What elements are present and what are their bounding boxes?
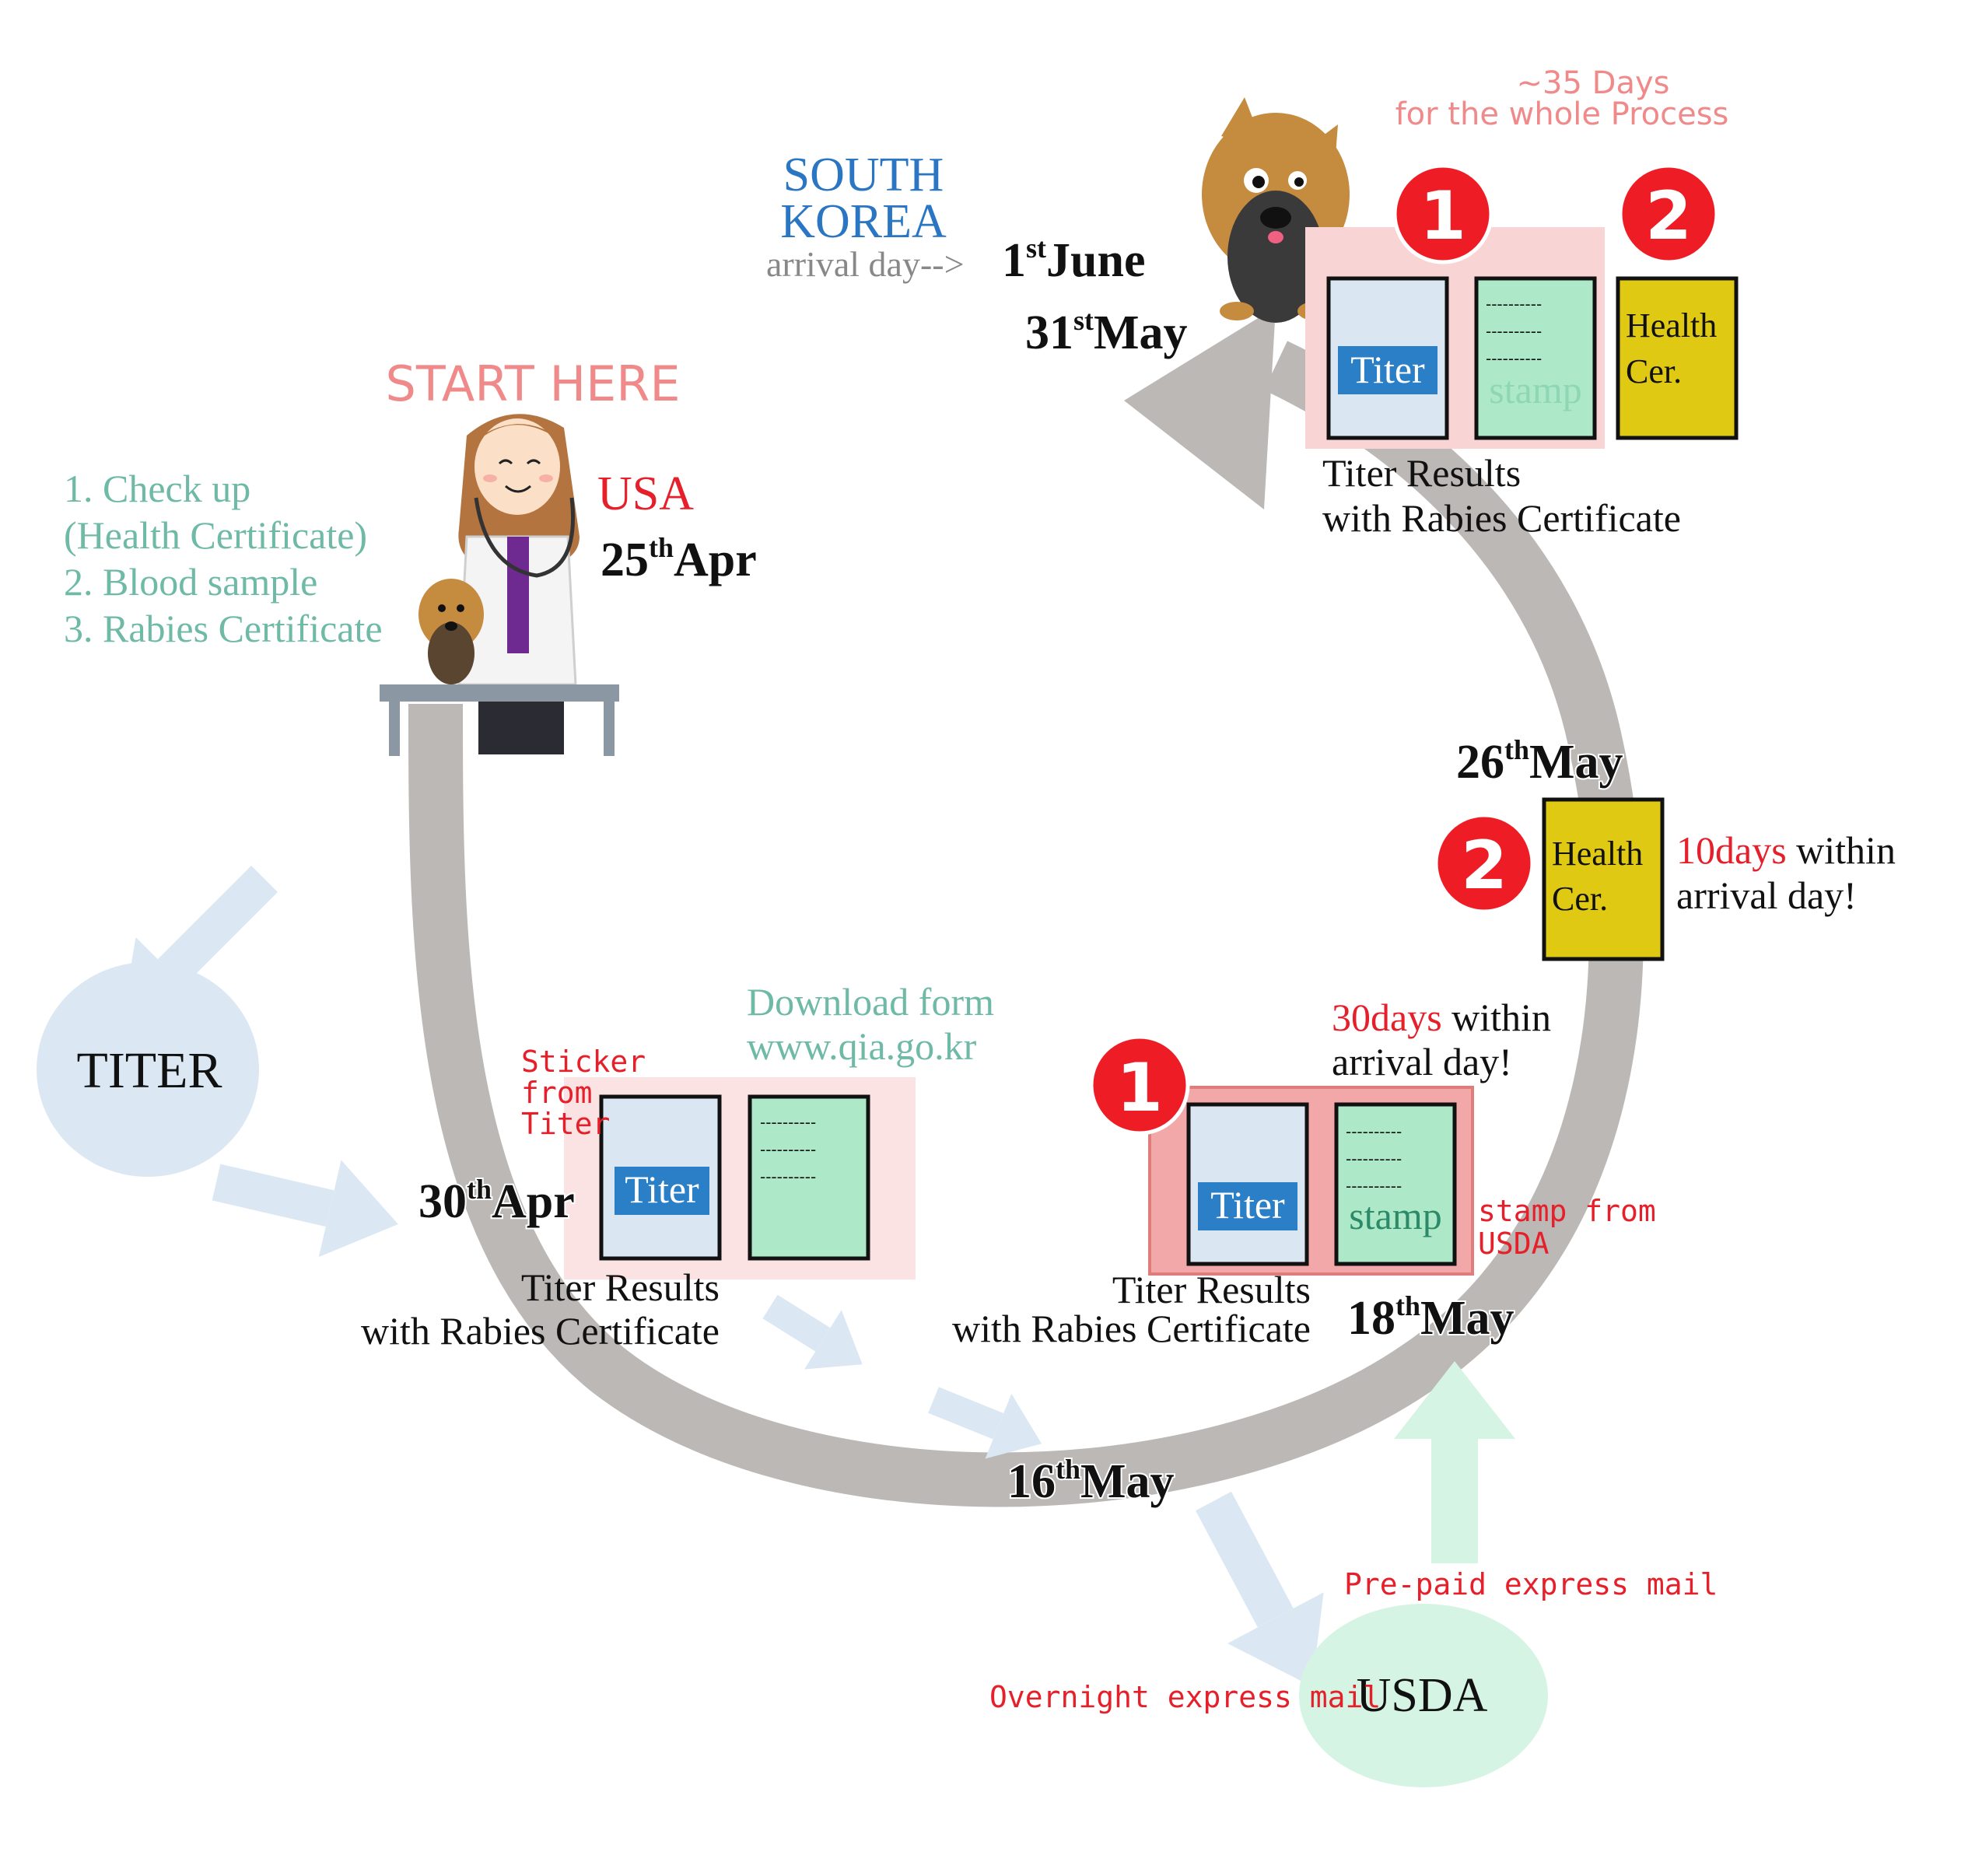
stamp-note: stamp from [1478,1194,1656,1228]
prepaid-mail-label: Pre-paid express mail [1344,1567,1718,1601]
sticker-note: from [521,1076,593,1110]
document-lines: ---------- [760,1140,816,1159]
step-2-badge [1434,813,1535,914]
usda-node-label: USDA [1357,1669,1488,1722]
document-lines: ---------- [1346,1122,1402,1141]
svg-text:10days within: 10days within [1676,828,1896,872]
document-lines: ---------- [1486,349,1542,368]
checklist-item: 3. Rabies Certificate [64,607,383,650]
rule-30-line2: arrival day! [1332,1040,1512,1083]
date-may-26: 26thMay [1456,734,1623,789]
rule-10-rest: within [1787,828,1896,872]
results-caption: with Rabies Certificate [361,1309,720,1353]
document-lines: ---------- [1346,1177,1402,1195]
arrow-results-1 [762,1294,863,1370]
arrow-to-usda [1196,1491,1324,1687]
results-caption: Titer Results [1322,451,1521,495]
results-caption: with Rabies Certificate [1322,496,1681,540]
usda-node [1299,1604,1548,1787]
arrow-from-usda [1394,1361,1515,1563]
date-may-16: 16thMay [1007,1454,1175,1508]
download-url: www.qia.go.kr [747,1024,977,1068]
results-caption: Titer Results [521,1265,720,1309]
document-lines: ---------- [760,1113,816,1132]
titer-node-label: TITER [77,1042,222,1099]
titer-node [37,962,259,1177]
rule-10-line2: arrival day! [1676,873,1857,917]
overnight-mail-label: Overnight express mail [989,1680,1381,1714]
health-cert-label: Health [1626,306,1717,345]
arrow-from-titer [212,1160,398,1258]
svg-text:30days within: 30days within [1332,996,1551,1039]
health-cert-label: Health [1552,835,1643,873]
destination-line2: KOREA [780,195,947,248]
stamp-note: USDA [1478,1227,1550,1261]
rule-30-highlight: 30days [1332,996,1442,1039]
titer-document-label: Titer [625,1167,699,1211]
step-2-badge-label: 2 [1645,177,1692,255]
flow-arrows [121,866,1515,1687]
final-package-stage: Titer ---------- ---------- ---------- s… [1305,163,1739,449]
usa-label: USA [597,467,694,520]
results-caption: with Rabies Certificate [952,1307,1311,1350]
rule-30-days: 30days within arrival day! [1332,996,1551,1083]
step-1-badge-label: 1 [1116,1049,1163,1127]
document-lines: ---------- [1486,322,1542,341]
stamp-label: stamp [1489,368,1581,411]
health-certificate-stage: Health Cer. 2 [1434,797,1665,961]
rabies-document [1474,276,1597,440]
step-2-badge [1618,163,1719,264]
checklist: 1. Check up (Health Certificate) 2. Bloo… [64,467,383,650]
rule-10-days: 10days within arrival day! [1676,828,1896,917]
health-cert-label: Cer. [1626,352,1682,390]
date-may-18: 18thMay [1347,1290,1515,1345]
date-may-31: 31stMay [1025,305,1188,359]
date-apr-30: 30thApr [418,1174,575,1228]
stamp-label: stamp [1349,1194,1441,1237]
health-cert-label: Cer. [1552,880,1608,918]
titer-document-label: Titer [1210,1183,1285,1227]
vet-with-dog-illustration [380,414,619,756]
destination-line1: SOUTH [783,149,944,201]
results-stage-usda: Titer ---------- ---------- ---------- s… [1089,1034,1474,1276]
cycle-arrow-head [1124,307,1276,509]
duration-subtitle: for the whole Process [1395,96,1729,132]
checklist-item: 1. Check up [64,467,250,510]
step-1-badge-label: 1 [1420,177,1466,255]
sticker-note: Sticker [521,1045,646,1079]
titer-label-box [615,1167,709,1215]
rule-10-highlight: 10days [1676,828,1787,872]
health-certificate-document [1542,797,1665,961]
start-here-label: START HERE [385,355,680,412]
health-certificate-document [1616,276,1739,440]
sticker-note: Titer [521,1107,610,1141]
document-lines: ---------- [1486,295,1542,313]
arrow-results-2 [928,1387,1042,1459]
rabies-document [1334,1102,1457,1266]
checklist-item: (Health Certificate) [64,513,367,557]
titer-label-box [1338,346,1437,394]
download-form-label: Download form [747,980,994,1024]
results-caption: Titer Results [1112,1268,1311,1311]
rule-30-rest: within [1442,996,1551,1039]
step-2-badge-label: 2 [1461,827,1508,905]
checklist-item: 2. Blood sample [64,560,317,604]
date-apr-25: 25thApr [601,532,757,586]
step-1-badge [1089,1034,1190,1136]
cycle-arrow [408,307,1644,1507]
results-stage-titer: Titer ---------- ---------- ---------- [564,1077,916,1279]
titer-label-box [1198,1182,1297,1230]
step-1-badge [1392,163,1494,264]
document-lines: ---------- [1346,1150,1402,1168]
rabies-document [748,1094,870,1261]
duration-title: ~35 Days [1517,65,1670,101]
titer-document-label: Titer [1350,348,1425,391]
document-lines: ---------- [760,1167,816,1186]
arrival-day-label: arrival day--> [766,244,965,284]
date-jun-1: 1stJune [1002,233,1145,287]
